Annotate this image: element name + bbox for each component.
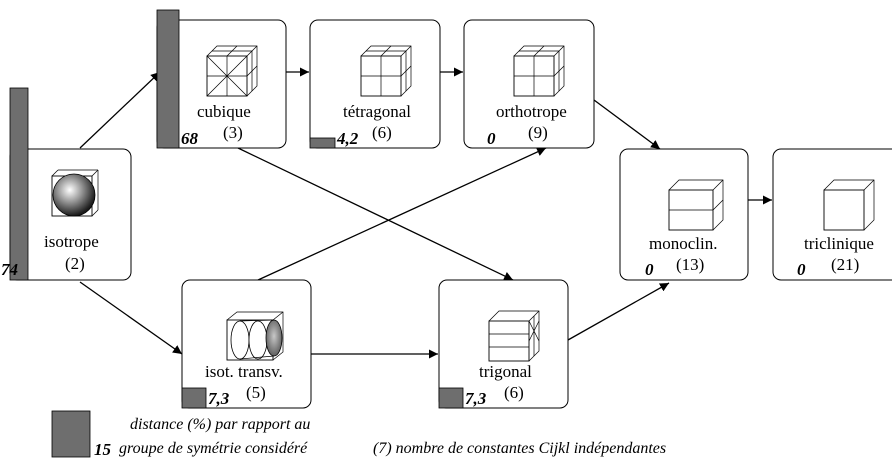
edge-cubique-trigonal xyxy=(237,147,514,281)
cube-orthotropic-subdivision-icon xyxy=(513,45,565,97)
node-distance-isotrope: 74 xyxy=(1,260,18,279)
node-distance-tetragonal: 4,2 xyxy=(336,129,359,148)
edge-isot-transv-orthotrope xyxy=(257,147,547,281)
node-count-isot-transv: (5) xyxy=(246,383,266,402)
legend-bar xyxy=(51,410,91,458)
distance-bar-isot-transv xyxy=(181,387,207,409)
edge-isotrope-isot-transv xyxy=(79,281,183,355)
cylinders-in-cube-icon xyxy=(226,311,284,361)
node-count-monoclin: (13) xyxy=(676,255,704,274)
node-distance-orthotrope: 0 xyxy=(487,129,496,148)
node-isot-transv: isot. transv. (5) 7,3 xyxy=(181,279,312,409)
distance-bar-isotrope xyxy=(9,87,29,281)
node-tetragonal: tétragonal (6) 4,2 xyxy=(309,19,441,149)
node-distance-isot-transv: 7,3 xyxy=(208,389,230,408)
node-isotrope: isotrope (2) 74 xyxy=(1,87,132,281)
node-cubique: cubique (3) 68 xyxy=(156,9,287,149)
node-count-trigonal: (6) xyxy=(504,383,524,402)
node-distance-cubique: 68 xyxy=(181,129,199,148)
node-name-cubique: cubique xyxy=(197,102,251,121)
sphere-in-cube-icon xyxy=(51,169,99,217)
cube-cubic-subdivision-icon xyxy=(206,45,258,97)
node-name-monoclin: monoclin. xyxy=(649,234,717,253)
node-distance-triclinique: 0 xyxy=(797,260,806,279)
node-trigonal: trigonal (6) 7,3 xyxy=(438,279,569,409)
node-count-isotrope: (2) xyxy=(65,254,85,273)
node-name-isot-transv: isot. transv. xyxy=(205,362,283,381)
distance-bar-cubique xyxy=(156,9,180,149)
node-name-orthotrope: orthotrope xyxy=(496,102,567,121)
node-count-triclinique: (21) xyxy=(831,255,859,274)
node-count-cubique: (3) xyxy=(223,123,243,142)
legend-value: 15 xyxy=(94,440,112,459)
node-name-triclinique: triclinique xyxy=(804,234,874,253)
legend-line-2: groupe de symétrie considéré xyxy=(119,440,308,457)
node-count-tetragonal: (6) xyxy=(372,123,392,142)
cube-monoclinic-subdivision-icon xyxy=(668,179,724,231)
node-count-orthotrope: (9) xyxy=(528,123,548,142)
edge-isotrope-cubique xyxy=(79,71,161,149)
edges xyxy=(79,67,772,359)
legend-line-1: distance (%) par rapport au xyxy=(130,416,310,433)
edge-trigonal-monoclin xyxy=(567,282,670,341)
cube-tetragonal-subdivision-icon xyxy=(360,45,412,97)
node-name-tetragonal: tétragonal xyxy=(343,102,411,121)
distance-bar-trigonal xyxy=(438,387,464,409)
edge-orthotrope-monoclin xyxy=(593,99,661,150)
node-orthotrope: orthotrope (9) 0 xyxy=(463,19,595,149)
legend-line-3: (7) nombre de constantes Cijkl indépenda… xyxy=(373,440,666,457)
cube-trigonal-subdivision-icon xyxy=(488,310,540,362)
plain-cube-icon xyxy=(823,179,875,231)
node-distance-trigonal: 7,3 xyxy=(465,389,487,408)
node-distance-monoclin: 0 xyxy=(645,260,654,279)
node-monoclin: monoclin. (13) 0 xyxy=(619,148,749,281)
node-name-isotrope: isotrope xyxy=(44,232,99,251)
distance-bar-tetragonal xyxy=(309,137,336,149)
node-triclinique: triclinique (21) 0 xyxy=(772,148,892,281)
legend: 15 distance (%) par rapport au groupe de… xyxy=(51,410,666,459)
node-name-trigonal: trigonal xyxy=(479,362,532,381)
